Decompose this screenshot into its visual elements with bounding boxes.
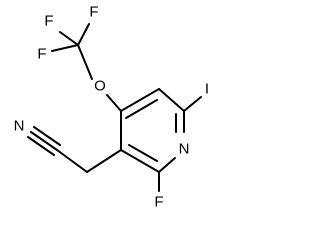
atom-n-nitrile: N: [14, 118, 25, 135]
bond-cf3-f-top-left: [59, 31, 79, 46]
bond-cn-triple-3: [27, 136, 55, 156]
bonds: [27, 23, 202, 192]
bond-cf3-f-left: [51, 44, 79, 52]
bond-ring-n-c2: [158, 157, 176, 173]
atom-f-ring: F: [154, 194, 163, 211]
bond-cn-triple-2: [33, 126, 61, 146]
bond-cf3-f-top-mid: [77, 23, 90, 46]
atom-i-iodo: I: [205, 81, 209, 98]
atom-o-ether: O: [94, 78, 106, 95]
bond-c3-ch2: [86, 149, 122, 173]
bond-ch2-cn: [56, 149, 88, 173]
bond-ring-c2-c3: [120, 149, 160, 173]
atom-f-top-left: F: [44, 13, 53, 30]
molecule-structure-diagram: F F F O N I N F: [14, 4, 210, 211]
atom-labels: F F F O N I N F: [14, 4, 210, 211]
bond-ring-c2-c3-inner: [128, 144, 158, 162]
atom-f-left: F: [37, 46, 46, 63]
bond-ring-c5-c6: [158, 88, 185, 112]
bond-cn-triple-1: [30, 131, 58, 151]
bond-ring-c4-c5: [120, 88, 160, 112]
atom-n-ring: N: [179, 141, 190, 158]
bond-c6-i: [183, 96, 202, 112]
atom-f-top-mid: F: [89, 4, 98, 21]
bond-o-ring: [106, 94, 122, 112]
bond-cf3-o: [77, 44, 93, 80]
bond-ring-c4-c5-inner: [125, 99, 158, 119]
